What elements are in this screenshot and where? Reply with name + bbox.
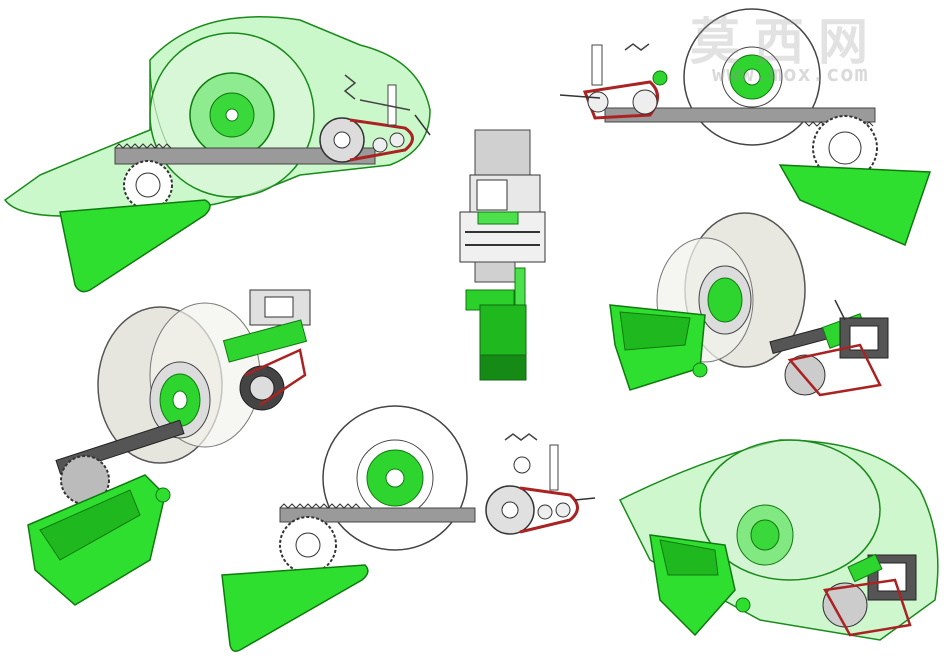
belt <box>823 578 912 637</box>
belt <box>349 118 414 162</box>
rack-bar <box>279 507 476 523</box>
watermark-site-name: 莫西网 <box>690 13 882 71</box>
tray <box>59 199 211 293</box>
belt <box>519 486 579 534</box>
rack-bar <box>604 107 876 123</box>
belt <box>582 80 659 120</box>
watermark-url: www.mox.com <box>712 62 869 87</box>
iso-view-middle-right <box>609 212 889 397</box>
belt <box>787 343 882 397</box>
tray <box>221 564 369 652</box>
top-view-center <box>459 129 546 381</box>
iso-view-middle-left <box>27 289 311 606</box>
mechanism-view-top-right <box>559 8 932 247</box>
side-view-top-left <box>3 16 431 293</box>
tray <box>778 164 932 247</box>
belt <box>244 348 307 407</box>
iso-view-bottom-right <box>618 439 939 641</box>
mechanism-view-bottom-center <box>221 405 596 652</box>
